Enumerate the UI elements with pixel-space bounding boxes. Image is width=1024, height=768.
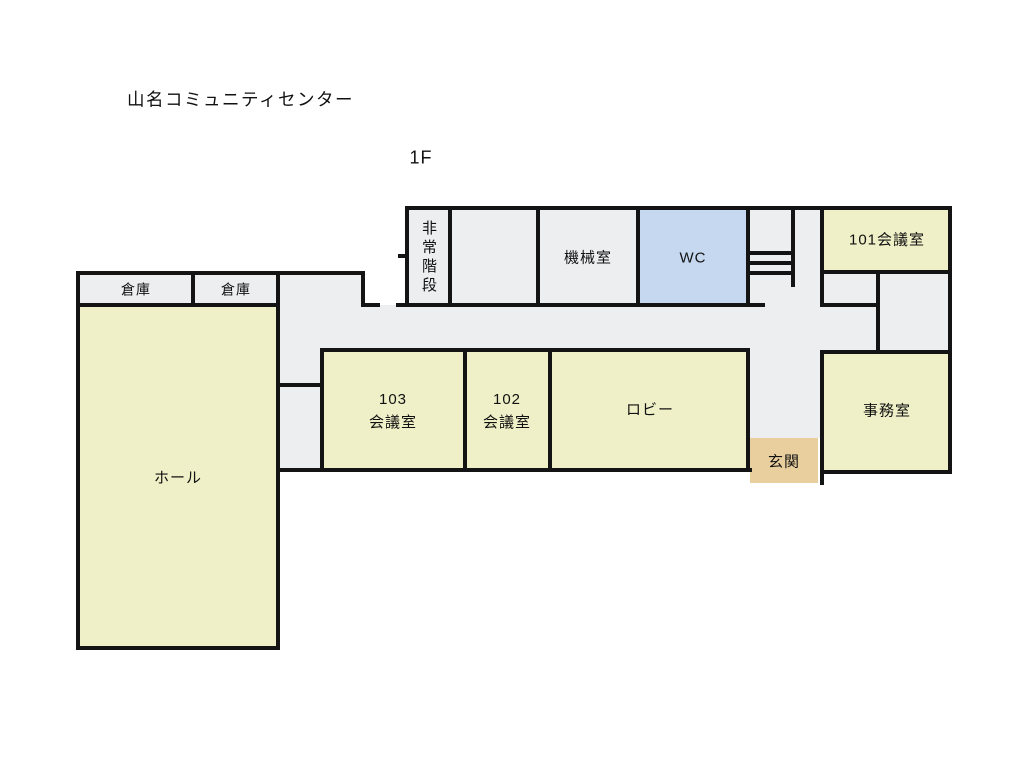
walls	[76, 206, 952, 650]
room-machine-label: 機械室	[563, 249, 613, 267]
room-storage-left-label: 倉庫	[121, 281, 151, 298]
room-storage-right-label: 倉庫	[221, 281, 251, 298]
page-title: 山名コミュニティセンター	[127, 89, 354, 110]
room-meeting-101-label: 101会議室	[848, 231, 926, 249]
room-below-101-right	[878, 272, 950, 352]
room-office	[822, 352, 950, 472]
small-room-strip	[278, 350, 322, 470]
room-meeting-102-label: 102 会議室	[483, 388, 531, 434]
room-lobby-label: ロビー	[625, 401, 675, 419]
room-emergency-stairs-label: 非常階段	[420, 220, 437, 296]
floor-label: 1F	[409, 147, 433, 168]
room-meeting-103-number: 103	[378, 391, 408, 408]
room-meeting-103-label: 103 会議室	[369, 388, 417, 434]
room-wc-label: WC	[679, 249, 707, 267]
room-machine	[538, 208, 638, 305]
corridor-main	[322, 305, 748, 350]
room-storage-right	[193, 273, 278, 305]
room-hall-label: ホール	[153, 469, 203, 487]
room-meeting-103	[322, 350, 465, 470]
room-hall	[78, 305, 278, 648]
room-meeting-102-word: 会議室	[482, 414, 532, 431]
room-meeting-103-word: 会議室	[368, 414, 418, 431]
room-unlabeled-top	[450, 208, 538, 305]
room-office-label: 事務室	[862, 402, 912, 420]
room-storage-left	[78, 273, 193, 305]
room-below-101-left	[822, 272, 878, 305]
corridor-entrance	[748, 352, 822, 438]
stairwell	[748, 208, 822, 305]
room-lobby	[550, 350, 748, 470]
room-entrance-label: 玄関	[767, 453, 801, 471]
corridor-right	[748, 305, 878, 352]
room-wc	[638, 208, 748, 305]
room-meeting-101	[822, 208, 950, 272]
room-entrance	[750, 438, 818, 483]
room-meeting-102-number: 102	[492, 391, 522, 408]
room-emergency-stairs	[407, 208, 450, 305]
room-meeting-102	[465, 350, 550, 470]
